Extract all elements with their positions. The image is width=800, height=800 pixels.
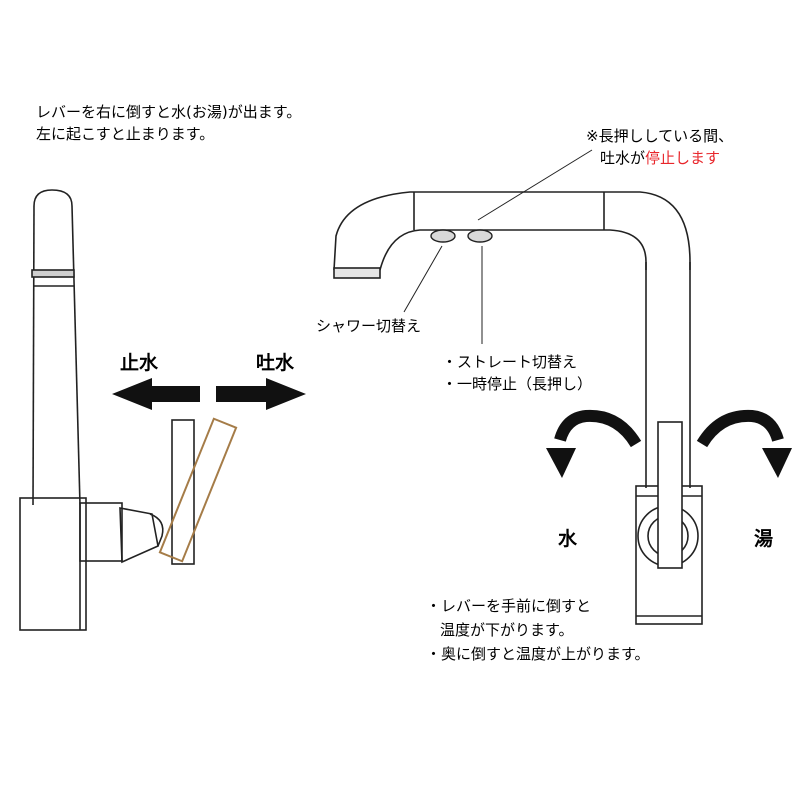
shower-button: [430, 229, 456, 243]
shower-leader-line: [403, 245, 443, 313]
water-label: 水: [558, 528, 578, 550]
left-faucet-connector: [79, 502, 123, 562]
pause-note-prefix: 吐水が: [600, 149, 646, 167]
left-faucet-spout-top: [33, 189, 73, 207]
left-faucet-hinge: [119, 507, 159, 564]
arrow-left-icon: [112, 378, 200, 410]
pause-note-highlight: 停止します: [645, 149, 721, 167]
hot-label: 湯: [754, 528, 774, 550]
curved-arrow-left-icon: [546, 409, 642, 478]
left-note-line1: レバーを右に倒すと水(お湯)が出ます。: [36, 103, 302, 121]
left-faucet-body: [19, 497, 87, 631]
straight-button: [467, 229, 493, 243]
temp-note-line3: ・奥に倒すと温度が上がります。: [426, 645, 650, 663]
pause-note-line1: ※長押ししている間、: [586, 127, 734, 145]
straight-label: ・ストレート切替え: [442, 353, 578, 371]
temp-note-line2: 温度が下がります。: [440, 621, 574, 639]
discharge-label: 吐水: [256, 352, 295, 374]
pause-leader-line: [477, 149, 593, 221]
right-faucet-spout-inner: [379, 229, 647, 271]
left-lever-upright: [171, 419, 195, 565]
pause-note-line2: 吐水が停止します: [600, 148, 720, 168]
left-note-line2: 左に起こすと止まります。: [36, 125, 215, 143]
left-lever-tilted: [158, 417, 238, 563]
right-faucet-spout-outer: [333, 191, 691, 271]
curved-arrow-right-icon: [696, 409, 792, 478]
right-faucet: [333, 191, 703, 625]
right-lever: [657, 421, 683, 569]
arrow-right-icon: [216, 378, 306, 410]
stop-label: 止水: [120, 352, 159, 374]
left-faucet: [19, 189, 195, 631]
pause-label: ・一時停止（長押し）: [442, 375, 593, 393]
temp-note-line1: ・レバーを手前に倒すと: [426, 597, 592, 615]
left-faucet-ring: [31, 269, 75, 278]
shower-label: シャワー切替え: [316, 317, 422, 335]
